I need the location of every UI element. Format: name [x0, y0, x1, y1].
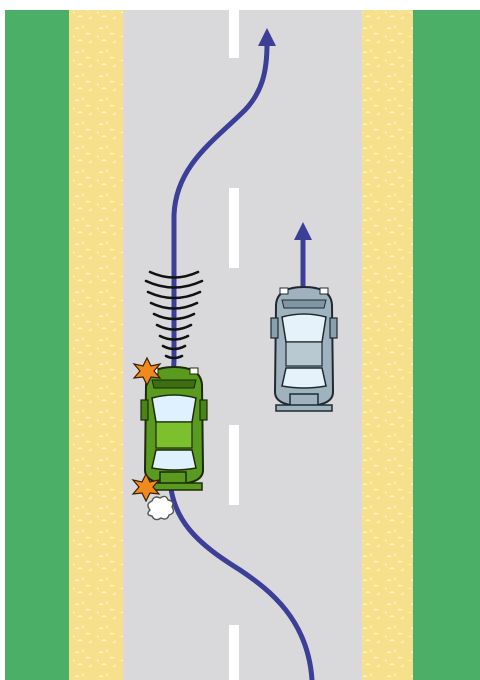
lane-dash — [229, 425, 239, 505]
grey-car-icon — [271, 287, 337, 411]
shoulder-left — [69, 10, 123, 680]
shoulder-right — [362, 10, 413, 680]
lane-dash — [229, 188, 239, 268]
lane-dash — [229, 625, 239, 680]
grass-left — [5, 10, 69, 680]
green-car-icon — [141, 367, 207, 490]
lane-dash — [229, 10, 239, 58]
grass-right — [413, 10, 480, 680]
